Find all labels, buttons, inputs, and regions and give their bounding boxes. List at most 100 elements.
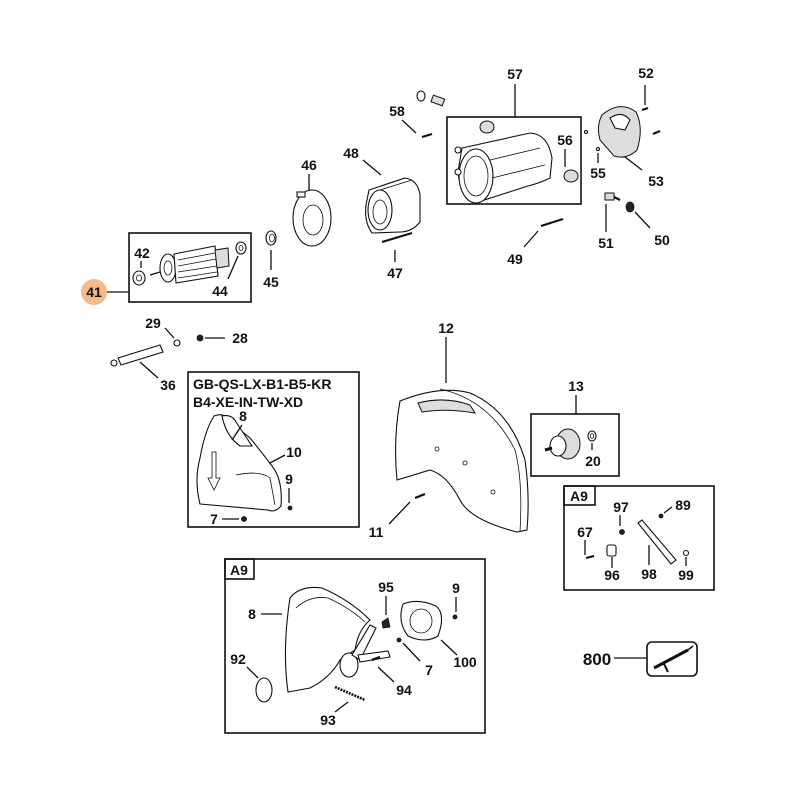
part-label-9-a9[interactable]: 9	[452, 580, 460, 596]
pin-94[interactable]	[371, 655, 381, 662]
a9-small-tag-label: A9	[570, 488, 588, 504]
part-label-46[interactable]: 46	[301, 157, 317, 173]
part-label-89[interactable]: 89	[675, 497, 691, 513]
part-label-8-guard[interactable]: 8	[239, 408, 247, 424]
leader-48	[362, 159, 382, 176]
bearing-44[interactable]	[235, 241, 247, 255]
part-label-50[interactable]: 50	[654, 232, 670, 248]
screw-7[interactable]	[241, 516, 247, 522]
leader-10	[269, 454, 286, 464]
cap-50[interactable]	[625, 201, 635, 213]
part-label-57[interactable]: 57	[507, 66, 523, 82]
screw-7-a9[interactable]	[396, 637, 402, 643]
part-label-92[interactable]: 92	[230, 651, 246, 667]
part-label-93[interactable]: 93	[320, 712, 336, 728]
wrench-icon[interactable]	[653, 645, 694, 673]
spacer-96[interactable]	[606, 544, 617, 557]
part-label-56[interactable]: 56	[557, 132, 573, 148]
part-label-20[interactable]: 20	[585, 453, 601, 469]
lower-guard-a9-rim	[295, 597, 366, 623]
part-label-8-a9[interactable]: 8	[248, 606, 256, 622]
screw-9[interactable]	[287, 505, 293, 511]
screw-67[interactable]	[585, 555, 595, 559]
brush[interactable]	[430, 94, 446, 107]
brush-51[interactable]	[604, 192, 615, 201]
end-cap-53[interactable]	[597, 106, 641, 158]
armature-slot	[177, 265, 218, 273]
screw-49[interactable]	[540, 217, 564, 228]
nut-97[interactable]	[619, 529, 625, 535]
lower-guard-a9-body	[284, 586, 371, 693]
part-label-55[interactable]: 55	[590, 165, 606, 181]
part-label-12[interactable]: 12	[438, 320, 454, 336]
part-label-49[interactable]: 49	[507, 251, 523, 267]
lower-guard-10[interactable]	[196, 414, 282, 512]
nut-89[interactable]	[658, 513, 664, 519]
part-label-96[interactable]: 96	[604, 567, 620, 583]
part-label-29[interactable]: 29	[145, 315, 161, 331]
brush-cap[interactable]	[416, 90, 426, 102]
part-label-47[interactable]: 47	[387, 265, 403, 281]
baffle-outer	[292, 189, 332, 247]
brush-holder[interactable]	[479, 120, 495, 134]
part-label-100[interactable]: 100	[453, 654, 477, 670]
spindle-assembly[interactable]	[544, 428, 581, 460]
part-label-95[interactable]: 95	[378, 579, 394, 595]
baffle-46[interactable]	[292, 189, 332, 247]
brush-51-lead	[613, 196, 621, 201]
part-label-7-guard[interactable]: 7	[210, 511, 218, 527]
part-label-13[interactable]: 13	[568, 378, 584, 394]
motor-housing[interactable]	[454, 132, 553, 204]
screw-52b[interactable]	[652, 129, 661, 136]
bearing-42[interactable]	[132, 270, 146, 286]
lower-guard-a9[interactable]	[284, 586, 391, 693]
screw-9-a9[interactable]	[452, 614, 458, 620]
part-label-9-guard[interactable]: 9	[285, 471, 293, 487]
part-label-98[interactable]: 98	[641, 566, 657, 582]
part-label-67[interactable]: 67	[577, 524, 593, 540]
brush-holder-56[interactable]	[563, 169, 579, 183]
lever-98[interactable]	[637, 519, 677, 565]
part-label-52[interactable]: 52	[638, 65, 654, 81]
bearing-20[interactable]	[587, 430, 597, 442]
upper-guard-12[interactable]	[395, 388, 529, 533]
part-label-10[interactable]: 10	[286, 444, 302, 460]
spring-93[interactable]	[334, 685, 366, 702]
nut-95[interactable]	[381, 617, 391, 629]
part-label-36[interactable]: 36	[160, 377, 176, 393]
screw-47[interactable]	[381, 231, 413, 244]
screw-52[interactable]	[641, 106, 649, 112]
screw-58[interactable]	[421, 132, 433, 139]
screw-11[interactable]	[414, 492, 426, 500]
part-label-800[interactable]: 800	[583, 650, 611, 669]
part-label-94[interactable]: 94	[396, 682, 412, 698]
armature-fan-hub	[163, 260, 173, 276]
part-label-58[interactable]: 58	[389, 103, 405, 119]
part-label-45[interactable]: 45	[263, 274, 279, 290]
washer-29[interactable]	[173, 339, 181, 347]
part-label-44[interactable]: 44	[212, 283, 228, 299]
part-label-99[interactable]: 99	[678, 567, 694, 583]
retaining-ring-92[interactable]	[255, 677, 273, 703]
end-cap-opening	[609, 113, 631, 131]
shaft-36[interactable]	[110, 344, 164, 367]
nut-28[interactable]	[196, 334, 204, 342]
part-label-97[interactable]: 97	[613, 499, 629, 515]
part-label-41[interactable]: 41	[86, 284, 102, 300]
screw-99[interactable]	[682, 549, 690, 557]
part-label-48[interactable]: 48	[343, 145, 359, 161]
spring-55[interactable]	[595, 146, 601, 152]
highlight-badge[interactable]	[81, 279, 107, 305]
part-label-51[interactable]: 51	[598, 235, 614, 251]
pin[interactable]	[583, 129, 589, 135]
field-48[interactable]	[365, 177, 421, 234]
part-label-7-a9[interactable]: 7	[425, 662, 433, 678]
armature[interactable]	[149, 245, 230, 284]
part-label-53[interactable]: 53	[648, 173, 664, 189]
bracket-100[interactable]	[400, 600, 443, 641]
part-label-28[interactable]: 28	[232, 330, 248, 346]
part-label-11[interactable]: 11	[369, 524, 384, 540]
part-label-42[interactable]: 42	[134, 245, 150, 261]
housing-lug	[454, 146, 462, 154]
lower-guard-a9-arm	[351, 624, 377, 661]
